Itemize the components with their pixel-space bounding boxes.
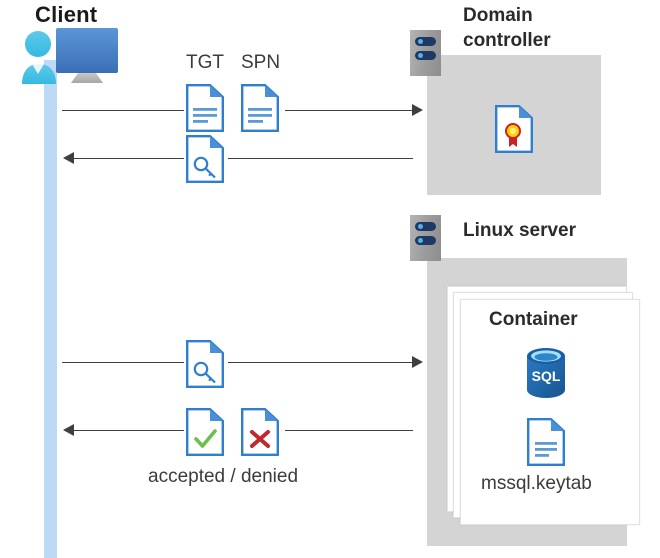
flow-line-4b	[285, 430, 413, 431]
keytab-filename-label: mssql.keytab	[481, 473, 592, 494]
linux-server-label: Linux server	[463, 220, 576, 241]
client-lifeline	[44, 60, 57, 558]
flow-arrowhead-2	[63, 152, 74, 164]
denied-document-icon	[241, 408, 279, 456]
flow-line-4a	[74, 430, 184, 431]
accepted-denied-label: accepted / denied	[148, 466, 299, 487]
container-label: Container	[489, 309, 578, 330]
client-workstation-icon	[8, 22, 118, 84]
server-rack-icon-linux	[410, 215, 441, 261]
server-rack-icon	[410, 30, 441, 76]
accepted-document-icon	[186, 408, 224, 456]
flow-line-2a	[74, 158, 184, 159]
svg-text:SQL: SQL	[532, 368, 561, 384]
flow-line-3a	[62, 362, 184, 363]
flow-line-1b	[285, 110, 413, 111]
key-document-icon-request	[186, 340, 224, 388]
domain-controller-label: Domain controller	[463, 5, 551, 51]
spn-label: SPN	[241, 52, 281, 73]
tgt-label: TGT	[186, 52, 224, 73]
container-card-front[interactable]	[460, 299, 640, 525]
flow-line-1a	[62, 110, 184, 111]
flow-arrowhead-4	[63, 424, 74, 436]
flow-line-2b	[228, 158, 413, 159]
key-document-icon-ticket	[186, 135, 224, 183]
flow-arrowhead-1	[412, 104, 423, 116]
certificate-document-icon	[495, 105, 533, 153]
flow-line-3b	[228, 362, 413, 363]
flow-arrowhead-3	[412, 356, 423, 368]
page-title-client: Client	[35, 2, 98, 27]
sql-database-icon: SQL	[522, 347, 570, 399]
text-document-icon-spn	[241, 84, 279, 132]
text-document-icon-keytab	[527, 418, 565, 466]
text-document-icon-tgt	[186, 84, 224, 132]
